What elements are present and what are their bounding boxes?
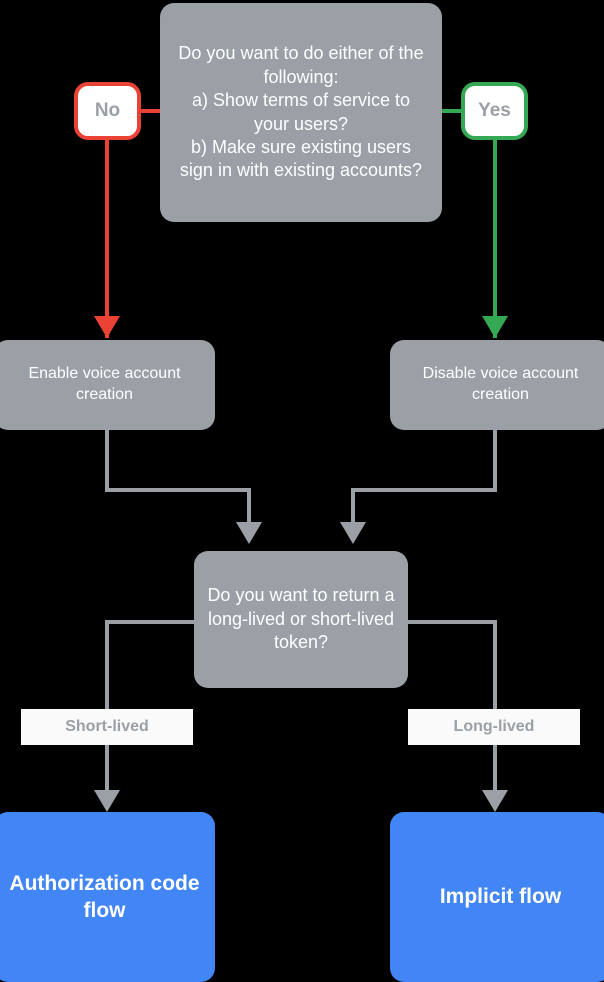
- edge-label-short-lived-text: Short-lived: [65, 718, 149, 735]
- action-node-disable-voice-account-creation[interactable]: Disable voice account creation: [390, 340, 604, 430]
- decision-node-terms-or-existing-accounts[interactable]: Do you want to do either of the followin…: [160, 3, 442, 222]
- edge-label-long-lived-text: Long-lived: [453, 718, 535, 735]
- arrowhead-yes-to-disable: [482, 316, 508, 338]
- flow-implicit-text: Implicit flow: [439, 885, 562, 909]
- arrowhead-short-lived-to-auth: [94, 790, 120, 812]
- edge-enable-into-decision2: [247, 488, 251, 524]
- edge-enable-down: [105, 428, 109, 492]
- edge-label-long-lived[interactable]: Long-lived: [408, 709, 580, 745]
- flow-auth-text: Authorization code flow: [9, 871, 200, 922]
- edge-label-short-lived[interactable]: Short-lived: [21, 709, 193, 745]
- decision-node-token-lifetime[interactable]: Do you want to return a long-lived or sh…: [194, 551, 408, 688]
- edge-disable-across: [351, 488, 497, 492]
- edge-yes-to-disable-stem: [493, 138, 497, 338]
- edge-decision2-left-across: [105, 620, 197, 624]
- edge-label-yes[interactable]: Yes: [461, 82, 528, 140]
- action-node-enable-voice-account-creation[interactable]: Enable voice account creation: [0, 340, 215, 430]
- arrowhead-disable-to-decision2: [340, 522, 366, 544]
- edge-enable-across: [105, 488, 251, 492]
- edge-label-no[interactable]: No: [74, 82, 141, 140]
- action-disable-text: Disable voice account creation: [422, 365, 579, 403]
- edge-disable-down: [493, 428, 497, 492]
- decision-1-text: Do you want to do either of the followin…: [178, 43, 424, 181]
- edge-decision1-to-yes: [440, 109, 463, 113]
- edge-label-no-text: No: [94, 100, 121, 121]
- edge-no-to-enable-stem: [105, 138, 109, 338]
- arrowhead-long-lived-to-implicit: [482, 790, 508, 812]
- arrowhead-enable-to-decision2: [236, 522, 262, 544]
- edge-decision2-right-across: [405, 620, 495, 624]
- edge-disable-into-decision2: [351, 488, 355, 524]
- decision-2-text: Do you want to return a long-lived or sh…: [207, 585, 395, 653]
- edge-decision1-to-no: [141, 109, 163, 113]
- action-enable-text: Enable voice account creation: [28, 365, 181, 403]
- terminal-node-authorization-code-flow[interactable]: Authorization code flow: [0, 812, 215, 982]
- arrowhead-no-to-enable: [94, 316, 120, 338]
- edge-label-yes-text: Yes: [478, 100, 511, 121]
- terminal-node-implicit-flow[interactable]: Implicit flow: [390, 812, 604, 982]
